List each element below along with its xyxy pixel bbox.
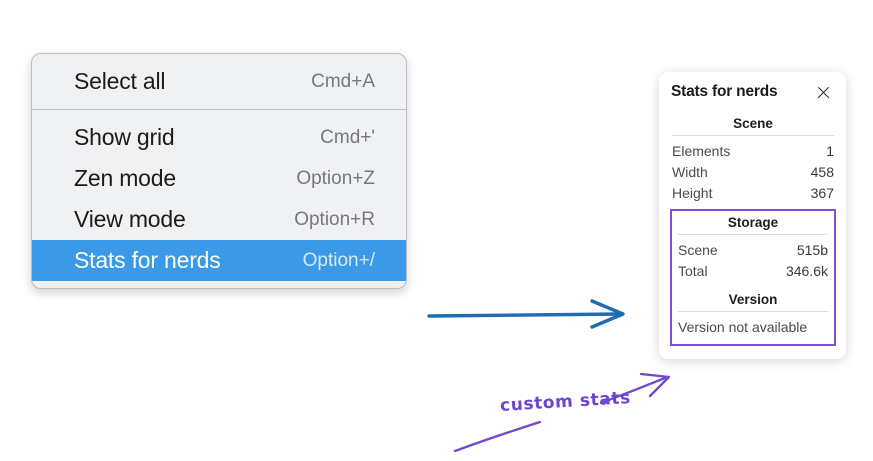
scene-section: Scene Elements 1 Width 458 Height 367 — [671, 115, 835, 203]
version-section: Version Version not available — [677, 281, 829, 338]
stats-for-nerds-panel: Stats for nerds Scene Elements 1 Width 4… — [659, 72, 846, 359]
menu-item-view-mode[interactable]: View mode Option+R — [32, 199, 406, 240]
menu-item-stats-for-nerds[interactable]: Stats for nerds Option+/ — [32, 240, 406, 281]
stats-panel-title: Stats for nerds — [671, 83, 778, 100]
purple-underline-stroke — [453, 420, 542, 453]
row-label: Total — [678, 262, 708, 279]
divider — [672, 135, 834, 136]
menu-item-shortcut: Option+R — [294, 208, 375, 230]
row-label: Elements — [672, 142, 731, 159]
storage-section: Storage Scene 515b Total 346.6k — [677, 214, 829, 281]
table-row: Total 346.6k — [677, 260, 829, 281]
version-section-heading: Version — [728, 292, 778, 307]
menu-item-show-grid[interactable]: Show grid Cmd+' — [32, 117, 406, 158]
row-value: 1 — [826, 142, 834, 159]
scene-section-heading: Scene — [733, 116, 773, 131]
table-row: Scene 515b — [677, 239, 829, 260]
table-row: Height 367 — [671, 182, 835, 203]
menu-item-shortcut: Option+/ — [302, 249, 375, 271]
row-value: 515b — [796, 241, 828, 258]
blue-arrow — [427, 299, 625, 329]
menu-group-1: Select all Cmd+A — [32, 54, 406, 109]
divider — [678, 311, 828, 312]
menu-item-shortcut: Cmd+' — [320, 126, 375, 148]
stats-panel-header: Stats for nerds — [671, 83, 835, 101]
row-value: 458 — [810, 163, 834, 180]
menu-group-2: Show grid Cmd+' Zen mode Option+Z View m… — [32, 109, 406, 288]
menu-item-shortcut: Cmd+A — [311, 70, 375, 92]
table-row: Elements 1 — [671, 140, 835, 161]
custom-stats-highlight-box: Storage Scene 515b Total 346.6k Version … — [670, 209, 836, 346]
menu-item-label: Stats for nerds — [74, 247, 221, 273]
close-icon[interactable] — [815, 84, 832, 101]
context-menu: Select all Cmd+A Show grid Cmd+' Zen mod… — [31, 53, 407, 289]
row-label: Width — [672, 163, 708, 180]
divider — [678, 234, 828, 235]
storage-section-heading: Storage — [727, 215, 779, 230]
menu-item-shortcut: Option+Z — [296, 167, 375, 189]
menu-item-label: Show grid — [74, 124, 175, 150]
row-label: Height — [672, 184, 713, 201]
row-value: 367 — [810, 184, 834, 201]
menu-item-select-all[interactable]: Select all Cmd+A — [32, 61, 406, 102]
row-value: 346.6k — [785, 262, 828, 279]
table-row: Width 458 — [671, 161, 835, 182]
custom-stats-annotation: custom stats — [499, 388, 632, 416]
menu-item-label: View mode — [74, 206, 186, 232]
menu-item-zen-mode[interactable]: Zen mode Option+Z — [32, 158, 406, 199]
menu-item-label: Select all — [74, 68, 166, 94]
row-label: Scene — [678, 241, 718, 258]
menu-item-label: Zen mode — [74, 165, 176, 191]
version-value: Version not available — [678, 319, 808, 335]
